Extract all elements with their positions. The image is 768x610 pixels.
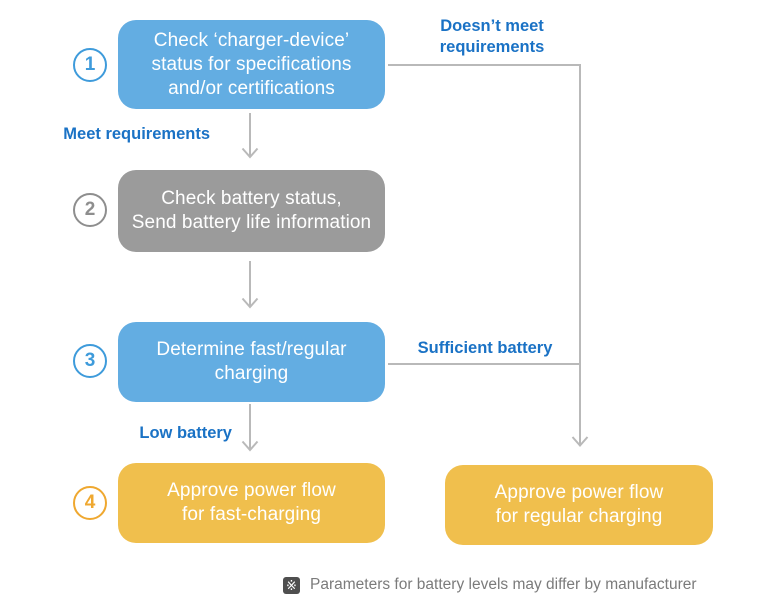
edge-label-sufficient-battery: Sufficient battery — [417, 339, 553, 357]
box-text-line: Check battery status, — [161, 188, 342, 209]
edge-label-low-battery: Low battery — [139, 424, 232, 442]
box-text-line: Approve power flow — [494, 482, 664, 503]
arrow-step2-to-step3 — [241, 261, 259, 309]
box-approve-fast-charging: Approve power flow for fast-charging — [118, 463, 385, 543]
edge-label-line: Doesn’t meet — [440, 17, 544, 35]
box-check-charger-device: Check ‘charger-device’ status for specif… — [118, 20, 385, 109]
box-text-line: for regular charging — [495, 506, 663, 527]
edge-label-line: requirements — [439, 38, 545, 56]
box-check-battery-status: Check battery status, Send battery life … — [118, 170, 385, 252]
arrow-step3-to-step4 — [241, 404, 259, 452]
footnote-text: Parameters for battery levels may differ… — [310, 576, 697, 593]
box-text-line: Approve power flow — [167, 480, 336, 501]
box-text-line: Check ‘charger-device’ — [153, 29, 350, 51]
step-badge-1: 1 — [73, 48, 107, 82]
reference-mark-icon: ※ — [283, 576, 300, 594]
step-badge-3: 3 — [73, 344, 107, 378]
box-text-line: Send battery life information — [131, 212, 372, 233]
edge-label-doesnt-meet-requirements: Doesn’t meet requirements — [400, 16, 584, 58]
box-text-line: for fast-charging — [182, 504, 321, 525]
footnote: ※ Parameters for battery levels may diff… — [283, 576, 697, 594]
box-text-line: and/or certifications — [168, 77, 335, 99]
arrow-step1-to-step2 — [241, 113, 259, 159]
box-text-line: Determine fast/regular — [156, 339, 347, 360]
edge-label-meet-requirements: Meet requirements — [63, 125, 210, 143]
line-doesnt-meet-branch — [388, 64, 589, 448]
box-approve-regular-charging: Approve power flow for regular charging — [445, 465, 713, 545]
box-determine-charging: Determine fast/regular charging — [118, 322, 385, 402]
step-badge-2: 2 — [73, 193, 107, 227]
box-text-line: status for specifications — [151, 53, 352, 75]
box-text-line: charging — [214, 363, 289, 384]
step-badge-4: 4 — [73, 486, 107, 520]
